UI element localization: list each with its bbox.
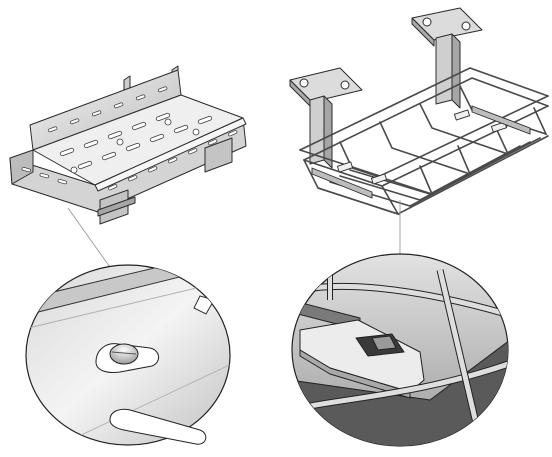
mesh-clamps: [311, 105, 531, 199]
keyhole-slot: [95, 343, 159, 373]
side-wall-slots: [21, 86, 238, 191]
detail-circle-keyhole: [25, 264, 231, 446]
perforated-cable-tray: [9, 65, 247, 225]
leader-line-left: [67, 207, 113, 271]
floor-perforations: [59, 112, 213, 174]
detail-circle-wire-clamp: [291, 253, 509, 447]
hanger-bracket-right: [411, 7, 483, 109]
oblong-slot: [109, 408, 207, 445]
hanger-bracket-left: [289, 67, 363, 169]
